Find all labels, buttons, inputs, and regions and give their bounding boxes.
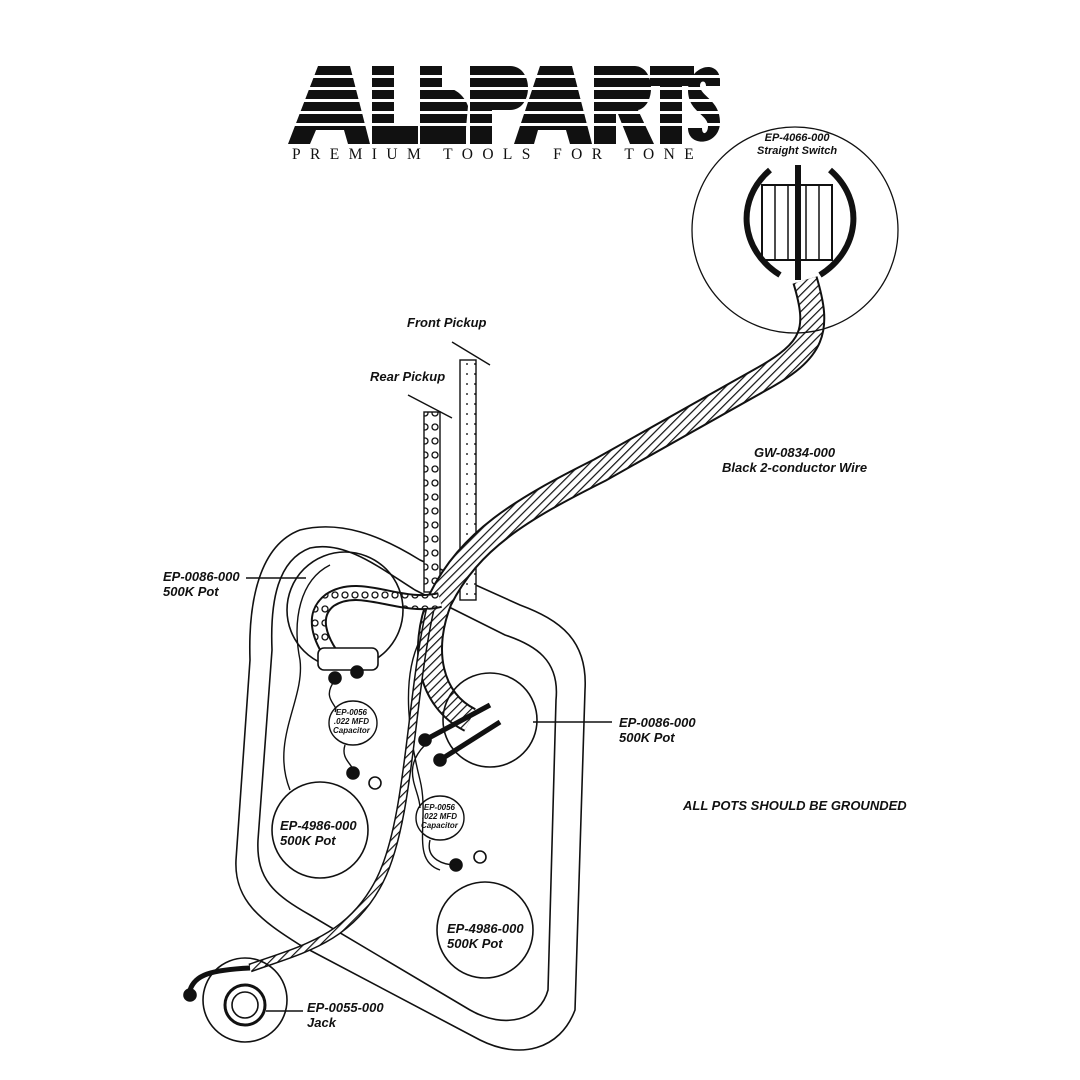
capacitor-left-name: Capacitor (333, 726, 370, 736)
allparts-logo (288, 66, 720, 144)
switch-label: EP-4066-000 Straight Switch (757, 132, 837, 157)
pot-top-left-drawing (286, 551, 404, 685)
jack-part-number: EP-0055-000 (307, 1000, 384, 1015)
pot-bottom-left-drawing (271, 766, 382, 879)
switch-part-number: EP-4066-000 (764, 132, 830, 144)
control-cavity-route (283, 564, 441, 871)
switch-name: Straight Switch (757, 144, 838, 157)
capacitor-right-label: EP-0056 .022 MFD Capacitor (421, 803, 458, 831)
wire-name: Black 2-conductor Wire (722, 459, 868, 475)
pot-top-right-label: EP-0086-000 500K Pot (619, 715, 696, 746)
two-conductor-wire (417, 276, 826, 732)
pot-top-left-part: EP-0086-000 (163, 569, 240, 584)
capacitor-right-drawing (411, 744, 465, 866)
capacitor-left-value: .022 MFD (333, 717, 370, 727)
capacitor-left-label: EP-0056 .022 MFD Capacitor (333, 708, 370, 736)
grounding-note: ALL POTS SHOULD BE GROUNDED (683, 798, 907, 813)
front-pickup-label: Front Pickup (407, 315, 487, 330)
capacitor-right-value: .022 MFD (421, 812, 458, 822)
pot-bottom-right-part: EP-4986-000 (447, 921, 524, 936)
capacitor-left-drawing (328, 679, 378, 774)
jack-drawing (183, 957, 288, 1043)
jack-ground-wire (248, 609, 435, 973)
control-cavity-inner (257, 545, 558, 1022)
top-left-pot-wire (310, 584, 442, 665)
control-cavity-outer (235, 526, 586, 1051)
capacitor-left-part: EP-0056 (335, 708, 368, 717)
brand-tagline: PREMIUM TOOLS FOR TONE (292, 146, 704, 163)
pot-top-right-name: 500K Pot (619, 729, 675, 745)
leader-lines (246, 577, 612, 1012)
pot-bottom-right-drawing (436, 850, 534, 979)
capacitor-right-part: EP-0056 (423, 803, 456, 812)
pot-top-left-name: 500K Pot (163, 583, 219, 599)
pot-bottom-right-label: EP-4986-000 500K Pot (447, 921, 524, 952)
pot-bottom-left-label: EP-4986-000 500K Pot (280, 818, 357, 849)
jack-name: Jack (307, 1014, 336, 1030)
pot-bottom-left-part: EP-4986-000 (280, 818, 357, 833)
pot-top-left-label: EP-0086-000 500K Pot (163, 569, 240, 600)
wire-label: GW-0834-000 Black 2-conductor Wire (722, 445, 868, 476)
rear-pickup-label: Rear Pickup (370, 369, 446, 384)
pot-top-right-part: EP-0086-000 (619, 715, 696, 730)
switch-drawing (691, 126, 899, 334)
pot-top-right-drawing (418, 672, 538, 768)
rear-pickup-lead (407, 394, 453, 593)
pot-bottom-right-name: 500K Pot (447, 935, 503, 951)
jack-label: EP-0055-000 Jack (307, 1000, 384, 1031)
pot-bottom-left-name: 500K Pot (280, 832, 336, 848)
wire-part-number: GW-0834-000 (753, 445, 836, 460)
logo-graphic (288, 66, 720, 144)
capacitor-right-name: Capacitor (421, 821, 458, 831)
